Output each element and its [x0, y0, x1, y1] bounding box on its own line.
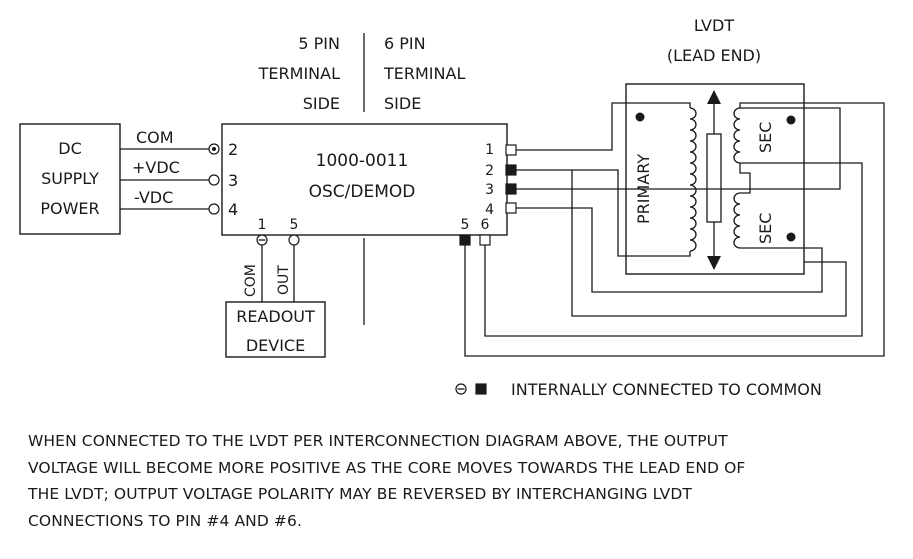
lvdt-heading-line-1: LVDT [694, 16, 734, 35]
lvdt-heading: LVDT (LEAD END) [667, 16, 761, 65]
right-pin-4-label: 4 [485, 202, 494, 218]
five-pin-heading-line-3: SIDE [303, 94, 340, 113]
terminal-2-com-marker [212, 147, 216, 151]
wire-pin6-sec-bottom [484, 162, 863, 337]
left-pin-3-label: 3 [228, 171, 238, 190]
wire-pin1-primary [516, 102, 691, 151]
footnote: WHEN CONNECTED TO THE LVDT PER INTERCONN… [28, 428, 898, 534]
osc-demod-module [221, 123, 508, 236]
module-name: OSC/DEMOD [309, 182, 416, 202]
five-pin-heading-line-1: 5 PIN [298, 34, 340, 53]
footnote-line-1: WHEN CONNECTED TO THE LVDT PER INTERCONN… [28, 432, 728, 450]
wire-pin5-sec-top [464, 102, 885, 357]
terminal-5-bottom [288, 234, 300, 246]
secondary-top-dot-icon [786, 115, 796, 125]
minus-vdc-wire-label: -VDC [134, 188, 173, 207]
plus-vdc-wire-label: +VDC [132, 158, 180, 177]
bottom-right-pin-5-label: 5 [461, 217, 470, 233]
legend-text: INTERNALLY CONNECTED TO COMMON [511, 380, 822, 399]
terminal-2-right [505, 164, 517, 176]
right-pin-1-label: 1 [485, 142, 494, 158]
terminal-4-right [505, 202, 517, 214]
terminal-4 [208, 203, 220, 215]
wire-pin2-return [571, 170, 847, 317]
wire-pin3-sec-top [516, 107, 841, 190]
com-wire-label: COM [136, 128, 174, 147]
left-pin-4-label: 4 [228, 200, 238, 219]
dc-supply-line-3: POWER [40, 199, 99, 218]
dc-supply-line-1: DC [58, 139, 82, 158]
lvdt-heading-line-2: (LEAD END) [667, 46, 761, 65]
six-pin-heading-line-1: 6 PIN [384, 34, 426, 53]
dc-supply-line-2: SUPPLY [41, 169, 99, 188]
six-pin-heading: 6 PIN TERMINAL SIDE [383, 34, 465, 113]
six-pin-heading-line-3: SIDE [384, 94, 421, 113]
wire-pin4-sec-bottom [516, 207, 823, 293]
left-pin-2-label: 2 [228, 140, 238, 159]
footnote-line-2: VOLTAGE WILL BECOME MORE POSITIVE AS THE… [28, 458, 746, 477]
five-pin-heading-line-2: TERMINAL [258, 64, 340, 83]
readout-device-line-1: READOUT [236, 307, 315, 326]
secondary-bottom-coil [733, 192, 741, 249]
module-part-number: 1000-0011 [316, 151, 409, 171]
terminal-5-right [459, 234, 471, 246]
dc-supply-power-box [19, 123, 121, 235]
readout-com-label: COM [243, 264, 259, 297]
primary-coil [689, 107, 697, 252]
wire-sec-center-tie [739, 163, 751, 194]
secondary-top-coil [733, 107, 741, 164]
footnote-line-3: THE LVDT; OUTPUT VOLTAGE POLARITY MAY BE… [28, 485, 692, 503]
terminal-3-right [505, 183, 517, 195]
readout-device-line-2: DEVICE [246, 336, 305, 355]
readout-device-box [225, 301, 326, 358]
primary-dot-icon [635, 112, 645, 122]
wire-pin2-primary [516, 169, 691, 257]
legend-square-icon [475, 383, 487, 395]
bottom-right-pin-6-label: 6 [481, 217, 490, 233]
secondary-bottom-label: SEC [756, 213, 775, 244]
terminal-6-right [479, 234, 491, 246]
secondary-top-label: SEC [756, 122, 775, 153]
right-pin-2-label: 2 [485, 163, 494, 179]
readout-out-label: OUT [276, 265, 292, 295]
lvdt-core [706, 133, 722, 223]
bottom-pin-1-label: 1 [258, 217, 267, 233]
bottom-pin-5-label: 5 [290, 217, 299, 233]
footnote-line-4: CONNECTIONS TO PIN #4 AND #6. [28, 511, 302, 530]
lvdt-body [625, 83, 805, 275]
terminal-1-right [505, 144, 517, 156]
five-pin-heading: 5 PIN TERMINAL SIDE [258, 34, 340, 113]
six-pin-heading-line-2: TERMINAL [383, 64, 465, 83]
right-pin-3-label: 3 [485, 182, 494, 198]
terminal-3 [208, 174, 220, 186]
secondary-bottom-dot-icon [786, 232, 796, 242]
